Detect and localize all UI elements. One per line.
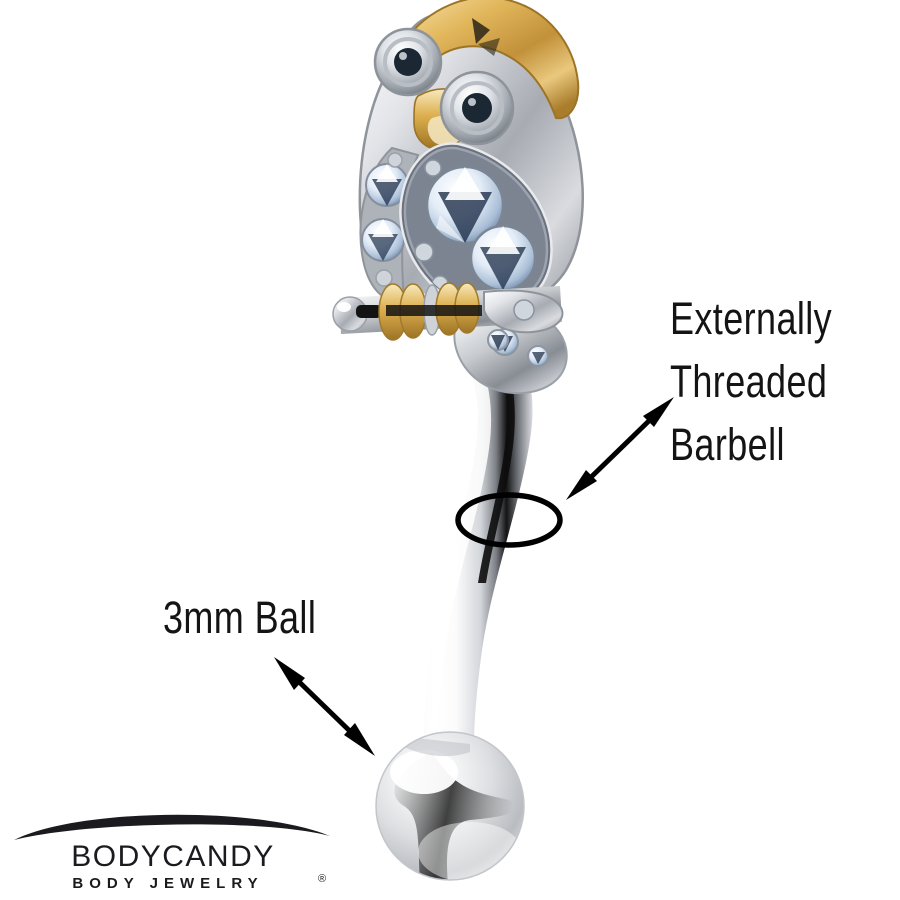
gold-coil bbox=[378, 282, 482, 341]
annotation-line: Externally bbox=[670, 293, 833, 344]
owl-back-gem bbox=[365, 163, 409, 207]
owl-back-gems bbox=[360, 148, 418, 302]
thread-rotation-ellipse bbox=[455, 492, 563, 548]
arrow-3mm-ball bbox=[274, 657, 375, 756]
annotation-externally-threaded-barbell: Externally Threaded Barbell bbox=[670, 296, 832, 485]
annotation-3mm-ball: 3mm Ball bbox=[163, 595, 316, 640]
logo-swoosh bbox=[14, 814, 330, 840]
annotation-line: Threaded bbox=[670, 356, 828, 407]
bodycandy-logo: BODYCANDY BODY JEWELRY ® bbox=[14, 814, 330, 892]
barbell-shaft bbox=[424, 300, 533, 748]
owl-perch-branch bbox=[332, 282, 564, 341]
bottom-ball bbox=[375, 731, 525, 881]
logo-registered-mark: ® bbox=[318, 873, 326, 885]
owl-back-gem bbox=[361, 218, 405, 262]
owl-eye-left bbox=[373, 27, 443, 97]
owl-wing-gems bbox=[402, 145, 550, 309]
logo-tagline: BODY JEWELRY bbox=[72, 875, 263, 892]
arrow-externally-threaded bbox=[566, 397, 674, 500]
annotation-line: Barbell bbox=[670, 419, 785, 470]
owl-charm bbox=[332, 0, 584, 395]
annotation-line: 3mm Ball bbox=[163, 592, 317, 643]
owl-eye-right bbox=[439, 70, 515, 146]
logo-brand-name: BODYCANDY bbox=[71, 840, 275, 873]
